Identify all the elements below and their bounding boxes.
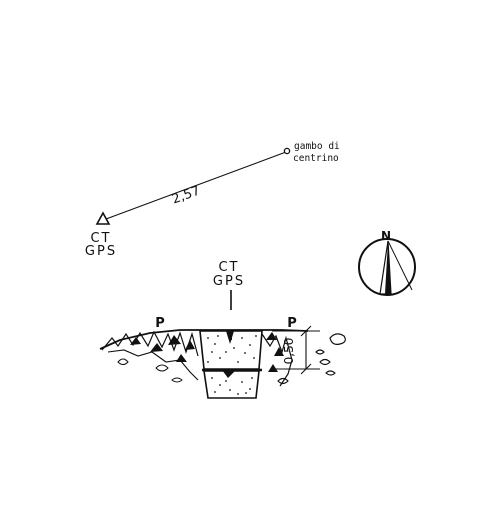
- north-arrow-tick: [387, 240, 413, 291]
- north-label: N: [381, 229, 391, 243]
- north-arrow-circle: [358, 238, 416, 296]
- section-label-gps: GPS: [213, 274, 245, 289]
- north-arrow: N: [358, 229, 416, 296]
- rubble-stones-left: [130, 335, 195, 362]
- stone-5: [277, 377, 289, 385]
- point-p-right: P: [287, 316, 297, 331]
- distance-sketch: 2,57 CT GPS gambo di centrino: [85, 141, 340, 259]
- section-label-ct: CT: [218, 260, 239, 275]
- stone-4: [325, 370, 336, 376]
- target-label-line2: centrino: [293, 153, 339, 164]
- cross-section: CT GPS P P: [99, 260, 346, 399]
- rubble-hatch-right: [261, 333, 293, 387]
- point-p-left: P: [155, 316, 165, 331]
- triangle-label-ct: CT: [90, 231, 111, 246]
- rubble-hatch-left: [101, 330, 199, 357]
- dimension-tick-top: [300, 325, 312, 337]
- concrete-stipple: [207, 335, 257, 395]
- triangle-label-gps: GPS: [85, 244, 117, 259]
- distance-label: 2,57: [170, 183, 202, 207]
- rubble-lower-left: [107, 349, 199, 381]
- north-arrow-needle-shade: [385, 241, 391, 294]
- block-markers: [222, 331, 236, 378]
- stone-1: [329, 333, 346, 345]
- target-label-line1: gambo di: [294, 141, 340, 152]
- stone-3: [319, 358, 331, 366]
- concrete-block-lower: [203, 370, 260, 399]
- rubble-stones-right: [266, 332, 284, 372]
- distance-line: [105, 151, 287, 220]
- triangle-station-icon: [95, 211, 111, 225]
- rubble-pebbles-left: [117, 358, 183, 383]
- depth-label: 0,50: [282, 338, 296, 365]
- dimension-tick-bottom: [300, 363, 312, 375]
- ground-surface-line: [99, 329, 309, 350]
- target-point-icon: [283, 147, 291, 155]
- stone-2: [315, 349, 325, 355]
